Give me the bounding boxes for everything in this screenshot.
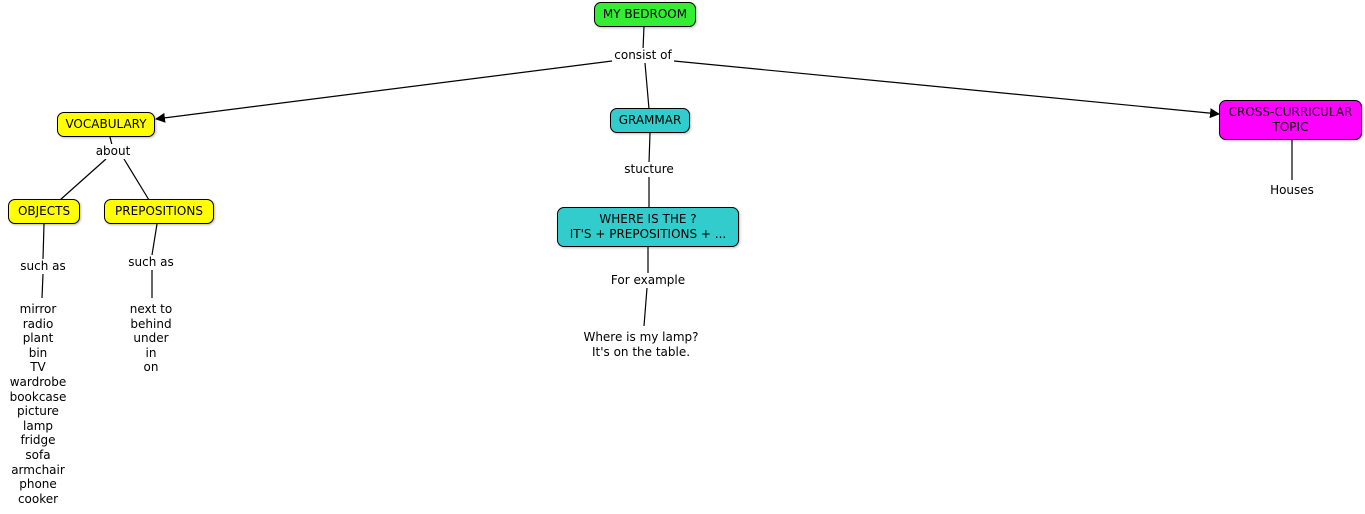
node-my-bedroom[interactable]: MY BEDROOM: [594, 2, 696, 27]
leaf-houses: Houses: [1270, 183, 1314, 198]
node-grammar[interactable]: GRAMMAR: [610, 108, 690, 133]
link-label-consist-of: consist of: [613, 48, 673, 63]
line-consist-cross: [673, 60, 1220, 119]
leaf-objects-list: mirror radio plant bin TV wardrobe bookc…: [9, 302, 67, 507]
node-objects[interactable]: OBJECTS: [8, 199, 80, 224]
link-label-for-example: For example: [609, 273, 687, 288]
line-consist-grammar: [644, 62, 650, 110]
line-vocab-about: [109, 136, 113, 146]
line-forexample-example: [643, 287, 648, 327]
node-cross-curricular-topic[interactable]: CROSS-CURRICULAR TOPIC: [1219, 100, 1362, 140]
node-where-is-the[interactable]: WHERE IS THE ? IT'S + PREPOSITIONS + ...: [557, 207, 739, 247]
link-label-such-as-prepositions: such as: [127, 255, 175, 270]
leaf-example-sentence: Where is my lamp? It's on the table.: [583, 330, 699, 360]
line-about-prepositions: [123, 158, 150, 201]
link-label-stucture: stucture: [623, 162, 675, 177]
link-label-such-as-objects: such as: [19, 259, 67, 274]
link-label-about: about: [94, 144, 132, 159]
line-root-consist: [642, 25, 645, 51]
node-vocabulary[interactable]: VOCABULARY: [57, 112, 155, 137]
line-about-objects: [59, 158, 107, 201]
node-prepositions[interactable]: PREPOSITIONS: [104, 199, 214, 224]
line-consist-vocabulary: [155, 60, 613, 123]
line-objects-suchas: [42, 223, 45, 260]
leaf-prepositions-list: next to behind under in on: [129, 302, 173, 375]
line-grammar-stucture: [648, 132, 651, 164]
line-prepositions-suchas: [151, 223, 158, 256]
line-suchas-objectlist: [41, 273, 44, 299]
